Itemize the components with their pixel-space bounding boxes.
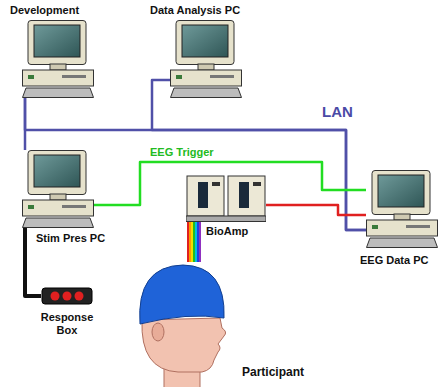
node-label: Development bbox=[10, 4, 120, 17]
node-label: Data Analysis PC bbox=[150, 4, 270, 17]
amplifier-icon bbox=[186, 172, 266, 222]
workstation-icon bbox=[170, 20, 242, 98]
node-label: Participant bbox=[242, 366, 304, 379]
participant: Participant bbox=[128, 262, 338, 387]
node-label: Stim Pres PC bbox=[36, 232, 124, 245]
edge-label: EEG Trigger bbox=[150, 146, 214, 158]
node-label: Response Box bbox=[36, 311, 98, 337]
workstation: Development bbox=[10, 4, 120, 98]
amplifier: BioAmp bbox=[186, 172, 276, 238]
workstation: Data Analysis PC bbox=[150, 4, 270, 98]
participant-icon bbox=[128, 262, 238, 387]
response-box-icon bbox=[41, 286, 93, 306]
workstation-icon bbox=[366, 170, 438, 248]
response-box: Response Box bbox=[36, 286, 98, 337]
node-label: EEG Data PC bbox=[360, 254, 446, 267]
workstation: Stim Pres PC bbox=[14, 150, 124, 245]
network-label: LAN bbox=[322, 103, 353, 120]
node-label: BioAmp bbox=[206, 225, 276, 238]
workstation: EEG Data PC bbox=[360, 170, 446, 267]
workstation-icon bbox=[22, 20, 94, 98]
electrode-cable bbox=[188, 222, 200, 262]
workstation-icon bbox=[22, 150, 94, 228]
data-cable bbox=[266, 205, 366, 215]
